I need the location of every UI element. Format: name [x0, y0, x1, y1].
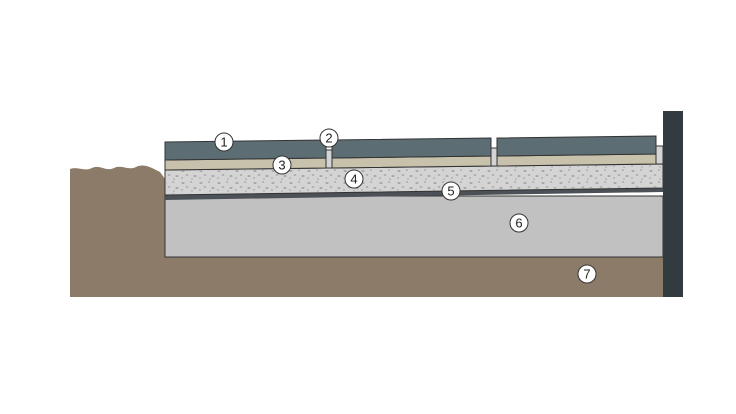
marker-4: 4 — [344, 169, 364, 189]
paving-tile-2 — [331, 137, 492, 159]
joint-filler — [490, 147, 498, 167]
joint-filler — [655, 145, 664, 165]
paving-tile-3 — [496, 135, 657, 157]
marker-7-label: 7 — [583, 267, 590, 282]
marker-7: 7 — [577, 264, 597, 284]
marker-6: 6 — [509, 213, 529, 233]
gravel-texture — [166, 165, 662, 194]
marker-6-label: 6 — [515, 216, 522, 231]
paving-tile-1 — [164, 139, 327, 161]
marker-2-label: 2 — [325, 131, 332, 146]
marker-1-label: 1 — [220, 135, 227, 150]
membrane-layer — [165, 188, 663, 200]
marker-5: 5 — [441, 181, 461, 201]
marker-5-label: 5 — [447, 184, 454, 199]
marker-2: 2 — [319, 128, 339, 148]
soil-layer — [70, 165, 663, 297]
marker-4-label: 4 — [350, 172, 357, 187]
marker-1: 1 — [214, 132, 234, 152]
marker-3: 3 — [272, 155, 292, 175]
marker-3-label: 3 — [278, 158, 285, 173]
sub-base-layer — [164, 195, 664, 258]
joint-filler — [325, 149, 333, 169]
wall — [663, 111, 683, 297]
